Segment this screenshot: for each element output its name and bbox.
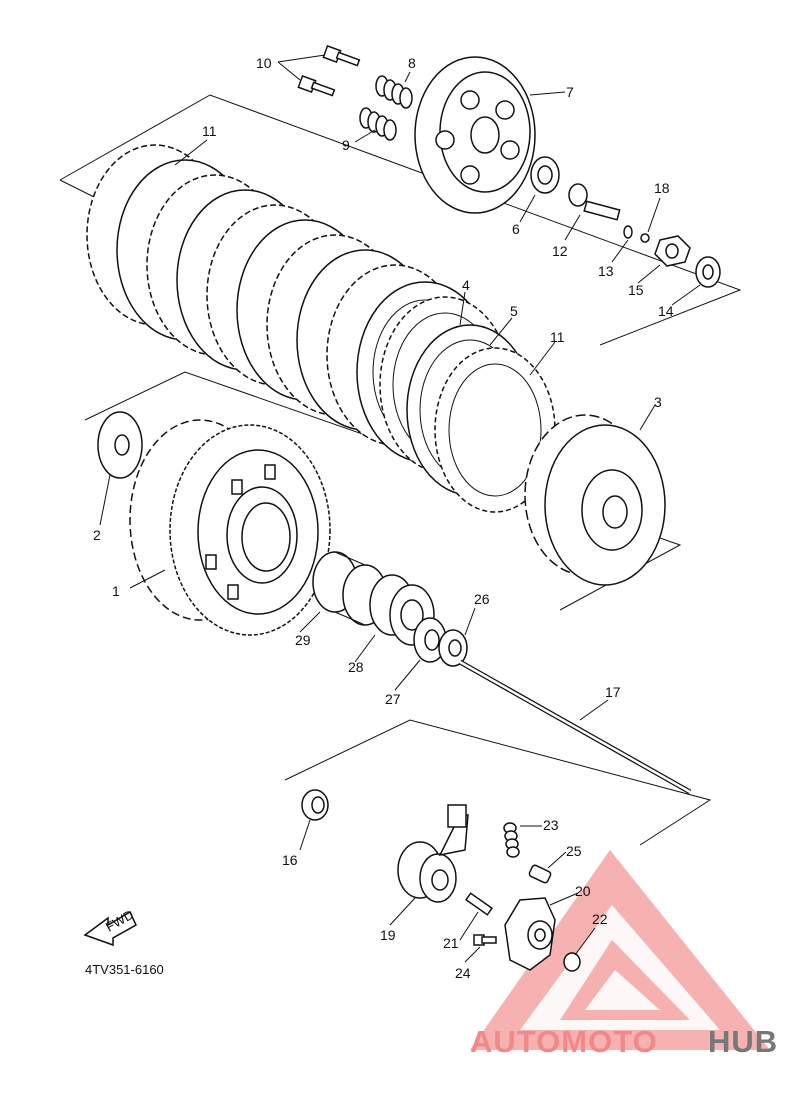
watermark-part1: AUTOMOTO [470, 1024, 658, 1059]
callout-16: 16 [282, 852, 298, 868]
lock-washer-14 [695, 256, 721, 288]
washer-26 [438, 629, 468, 667]
spring-23 [503, 822, 520, 858]
callout-29: 29 [295, 632, 311, 648]
callout-17: 17 [605, 684, 621, 700]
callout-11-front: 11 [550, 329, 565, 345]
callout-1: 1 [112, 583, 120, 599]
callout-25: 25 [566, 843, 582, 859]
callout-3: 3 [654, 394, 662, 410]
nut-22 [563, 952, 581, 972]
watermark-part2: HUB [708, 1024, 778, 1059]
callout-8: 8 [408, 55, 416, 71]
pin-25 [528, 864, 552, 884]
leader-lines [99, 54, 701, 963]
callout-20: 20 [575, 883, 591, 899]
washer-27 [413, 617, 447, 663]
push-lever-shaft-19 [397, 804, 469, 903]
callout-7: 7 [566, 84, 574, 100]
watermark-text: AUTOMOTO HUB [470, 1024, 778, 1059]
callout-26: 26 [474, 591, 490, 607]
callout-15: 15 [628, 282, 644, 298]
group-outline-pushrod [284, 719, 712, 846]
callout-23: 23 [543, 817, 559, 833]
watermark-logo [470, 850, 770, 1050]
callout-18: 18 [654, 180, 670, 196]
spring-9 [359, 107, 397, 141]
callout-24: 24 [455, 965, 471, 981]
push-rod-12 [568, 183, 621, 221]
callout-11-rear: 11 [202, 123, 217, 139]
fwd-arrow-icon: FWD [83, 907, 137, 947]
push-rod-17 [458, 659, 692, 795]
clutch-boss-3 [524, 414, 666, 586]
spring-8 [375, 75, 413, 109]
callout-6: 6 [512, 221, 520, 237]
screw-21 [465, 892, 493, 916]
reference-code: 4TV351-6160 [85, 962, 164, 977]
callout-27: 27 [385, 691, 401, 707]
ball-18 [640, 233, 650, 243]
clutch-plate-11-front [434, 347, 556, 513]
bolt-10 [297, 45, 361, 97]
bolt-24 [473, 934, 497, 946]
housing-20 [504, 897, 556, 971]
pressure-plate-7 [414, 56, 536, 214]
callout-labels: 1 2 3 4 5 6 7 8 9 10 11 11 12 13 14 15 1… [93, 55, 674, 981]
o-ring-13 [623, 225, 633, 239]
callout-10: 10 [256, 55, 272, 71]
callout-19: 19 [380, 927, 396, 943]
callout-22: 22 [592, 911, 608, 927]
callout-5: 5 [510, 303, 518, 319]
nut-15 [654, 235, 691, 267]
callout-9: 9 [342, 137, 350, 153]
callout-2: 2 [93, 527, 101, 543]
callout-12: 12 [552, 243, 568, 259]
callout-4: 4 [462, 277, 470, 293]
clutch-housing-1 [129, 419, 331, 636]
callout-21: 21 [443, 935, 459, 951]
callout-13: 13 [598, 263, 614, 279]
oil-seal-16 [301, 789, 329, 821]
callout-14: 14 [658, 303, 674, 319]
bearing-6 [530, 156, 560, 194]
thrust-washer-2 [97, 411, 143, 479]
callout-28: 28 [348, 659, 364, 675]
